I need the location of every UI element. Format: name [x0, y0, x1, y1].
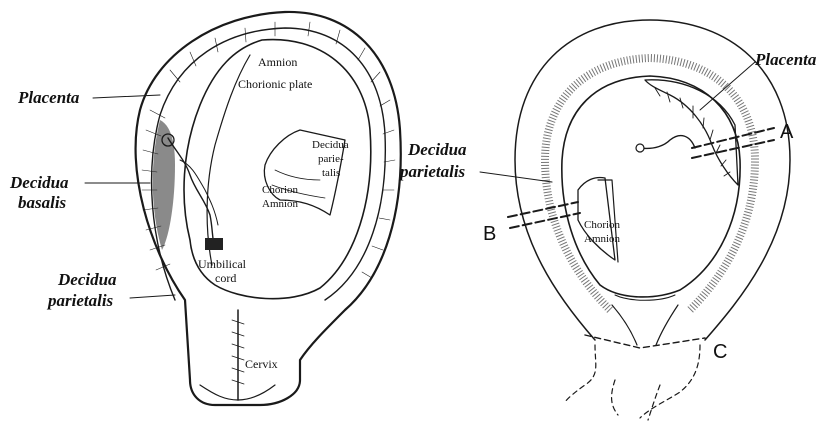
- right-decidua-band: [545, 58, 755, 310]
- left-label-amnion-inner: Amnion: [262, 198, 299, 210]
- right-amniotic-cavity: [562, 76, 740, 297]
- left-label-decidua-inner-2: parie-: [318, 153, 344, 165]
- left-label-placenta: Placenta: [17, 88, 80, 107]
- right-uterus-figure: [508, 20, 790, 420]
- right-lower-dashed-right: [640, 345, 700, 418]
- left-label-chorion: Chorion: [262, 184, 299, 196]
- left-label-cervix: Cervix: [245, 357, 278, 371]
- right-label-amnion: Amnion: [584, 233, 621, 245]
- left-label-umbilical-1: Umbilical: [198, 257, 247, 271]
- left-label-decidua-basalis-2: basalis: [18, 193, 67, 212]
- right-umbilical-cord: [640, 136, 695, 149]
- right-label-plane-a: A: [780, 121, 794, 143]
- left-label-decidua-inner-1: Decidua: [312, 139, 349, 151]
- right-label-chorion: Chorion: [584, 219, 621, 231]
- left-label-decidua-basalis-1: Decidua: [9, 173, 69, 192]
- left-embryo: [205, 238, 223, 250]
- left-label-decidua-parietalis-1: Decidua: [57, 270, 117, 289]
- right-plane-c: [585, 335, 705, 348]
- right-label-plane-c: C: [713, 341, 727, 363]
- right-cervical-canal-left: [612, 305, 637, 345]
- right-cervical-canal-right: [656, 305, 678, 345]
- right-lower-dashed-left: [565, 345, 596, 402]
- left-label-amnion: Amnion: [258, 55, 297, 69]
- right-plane-a: [692, 128, 774, 158]
- right-placenta-villi: [645, 80, 738, 185]
- right-labels: Placenta Decidua parietalis Chorion Amni…: [398, 50, 817, 363]
- left-label-decidua-inner-3: talis: [322, 167, 340, 179]
- left-label-umbilical-2: cord: [215, 271, 236, 285]
- left-leader-placenta: [93, 95, 160, 98]
- right-label-decidua-parietalis-2: parietalis: [398, 162, 466, 181]
- left-label-decidua-parietalis-2: parietalis: [46, 291, 114, 310]
- right-label-plane-b: B: [483, 223, 496, 245]
- right-label-placenta: Placenta: [754, 50, 817, 69]
- right-cord-stump: [636, 144, 644, 152]
- left-label-chorionic-plate: Chorionic plate: [238, 77, 312, 91]
- left-labels: Placenta Decidua basalis Decidua parieta…: [9, 55, 349, 371]
- right-label-decidua-parietalis-1: Decidua: [407, 140, 467, 159]
- left-leader-decidua-parietalis: [130, 295, 175, 298]
